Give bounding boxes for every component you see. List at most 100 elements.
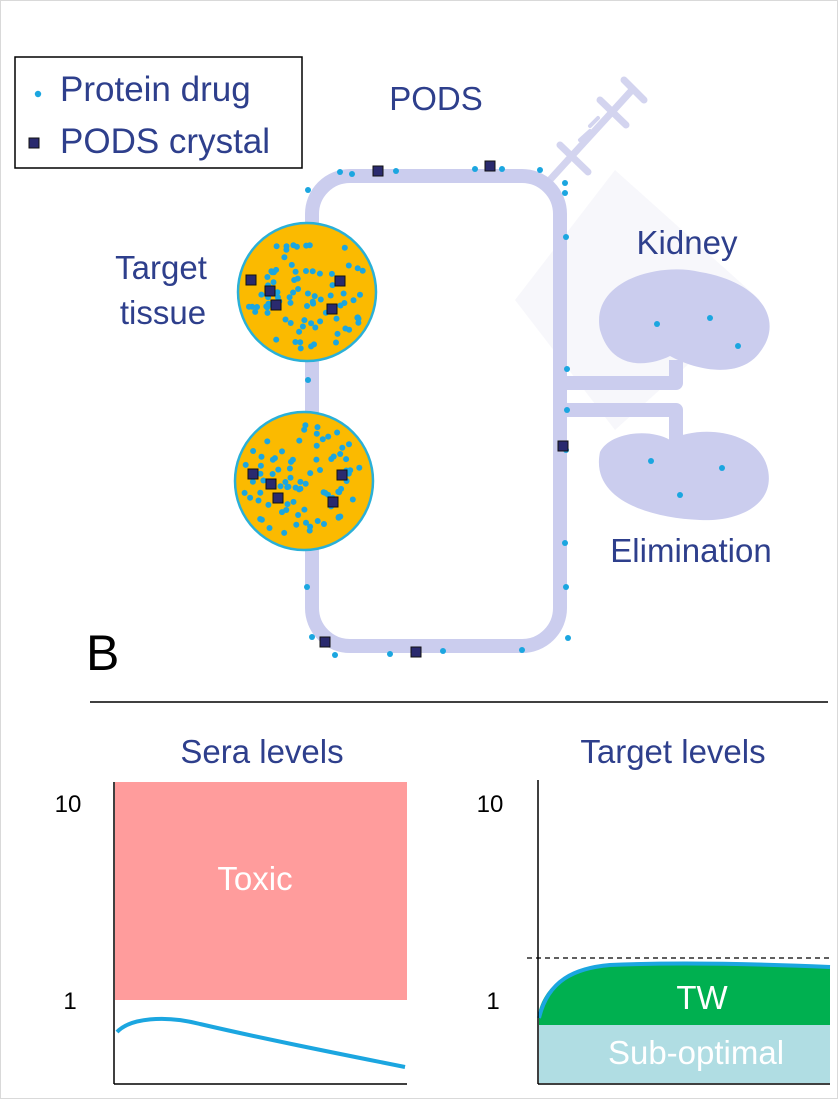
pods-crystal (410, 646, 422, 658)
drug-dot (295, 286, 302, 292)
drug-dot (301, 317, 308, 324)
drug-dot (293, 521, 300, 528)
pods-crystal (484, 160, 496, 172)
drug-dot (311, 293, 318, 300)
drug-dot (264, 309, 271, 316)
drug-dot (349, 496, 356, 503)
drug-dot (648, 458, 654, 464)
drug-dot (258, 291, 265, 298)
drug-dot (305, 377, 311, 383)
suboptimal-region (539, 1025, 830, 1083)
drug-dot (292, 339, 299, 345)
sera-curve (115, 1016, 406, 1069)
drug-dot (654, 321, 660, 327)
drug-dot (313, 456, 320, 463)
drug-dot (355, 319, 362, 326)
pods-crystal (264, 285, 276, 297)
drug-dot (275, 466, 282, 473)
drug-dot (350, 297, 357, 304)
drug-dot (337, 302, 344, 309)
toxic-label: Toxic (217, 860, 292, 897)
drug-dot (387, 651, 393, 657)
drug-dot (281, 529, 288, 536)
drug-dot (340, 290, 347, 297)
drug-dot (249, 478, 256, 485)
drug-dot (393, 168, 399, 174)
drug-dot (359, 267, 366, 274)
drug-dot (247, 494, 254, 501)
target-curve (537, 961, 831, 1019)
pods-crystal (334, 275, 346, 287)
drug-dot (319, 436, 326, 443)
drug-dot (297, 339, 304, 346)
drug-dot (345, 262, 352, 269)
drug-dot (277, 483, 284, 490)
drug-dot (707, 315, 713, 321)
drug-dot (341, 244, 348, 251)
drug-dot (303, 268, 309, 274)
drug-dot (283, 507, 290, 513)
legend: Protein drug PODS crystal (14, 56, 303, 169)
drug-dot (284, 484, 291, 491)
drug-dot (281, 254, 288, 261)
drug-dot (440, 648, 446, 654)
pods-crystal (265, 478, 277, 490)
drug-dot (333, 339, 339, 346)
drug-dot (333, 315, 340, 322)
drug-dot (312, 324, 319, 331)
drug-dot (292, 268, 299, 275)
drug-dot (719, 465, 725, 471)
drug-dot (268, 268, 275, 275)
drug-dot (337, 451, 344, 457)
drug-dot (303, 519, 309, 526)
drug-dot (303, 242, 310, 249)
target-chart-title: Target levels (580, 733, 765, 770)
drug-dot (347, 467, 354, 474)
drug-dot (320, 489, 327, 496)
drug-dot (241, 489, 248, 496)
target-tissue-label-line1: Target (115, 249, 207, 286)
drug-dot (283, 243, 290, 250)
drug-dot (270, 279, 277, 286)
drug-dot (265, 501, 272, 508)
drug-dot (296, 328, 303, 335)
drug-dot (307, 523, 314, 530)
drug-dot (252, 308, 259, 315)
drug-dot (334, 429, 341, 436)
target-tick-1: 1 (486, 988, 499, 1015)
drug-dot (266, 525, 273, 531)
drug-dot (325, 433, 332, 440)
drug-dot (309, 268, 316, 275)
drug-dot (349, 171, 355, 177)
drug-dot (304, 303, 310, 309)
drug-dot (274, 294, 281, 301)
drug-dot (299, 323, 306, 330)
drug-dot (565, 635, 571, 641)
drug-dot (329, 282, 336, 289)
drug-dot (305, 187, 311, 193)
drug-dot (308, 320, 315, 327)
drug-dot (562, 180, 568, 186)
drug-dot (297, 345, 304, 352)
drug-dot (296, 437, 303, 444)
pods-crystals (245, 160, 569, 658)
kidney-label: Kidney (637, 224, 738, 261)
sera-tick-10: 10 (55, 791, 82, 818)
drug-dot (311, 341, 317, 348)
kidney-lower (598, 431, 769, 521)
tw-label: TW (676, 979, 728, 1016)
drug-dot (519, 647, 525, 653)
drug-dot (313, 442, 320, 449)
suboptimal-label: Sub-optimal (608, 1034, 784, 1071)
drug-dot (257, 470, 264, 477)
drug-dot (334, 330, 341, 337)
drug-dot (309, 298, 316, 305)
pods-crystal (319, 636, 331, 648)
pods-crystal (247, 468, 259, 480)
pods-crystal (327, 496, 339, 508)
drug-dot (288, 261, 295, 268)
pods-crystal (270, 299, 282, 311)
drug-dot (346, 326, 353, 333)
drug-dot (354, 314, 361, 321)
drug-dot (563, 584, 569, 590)
